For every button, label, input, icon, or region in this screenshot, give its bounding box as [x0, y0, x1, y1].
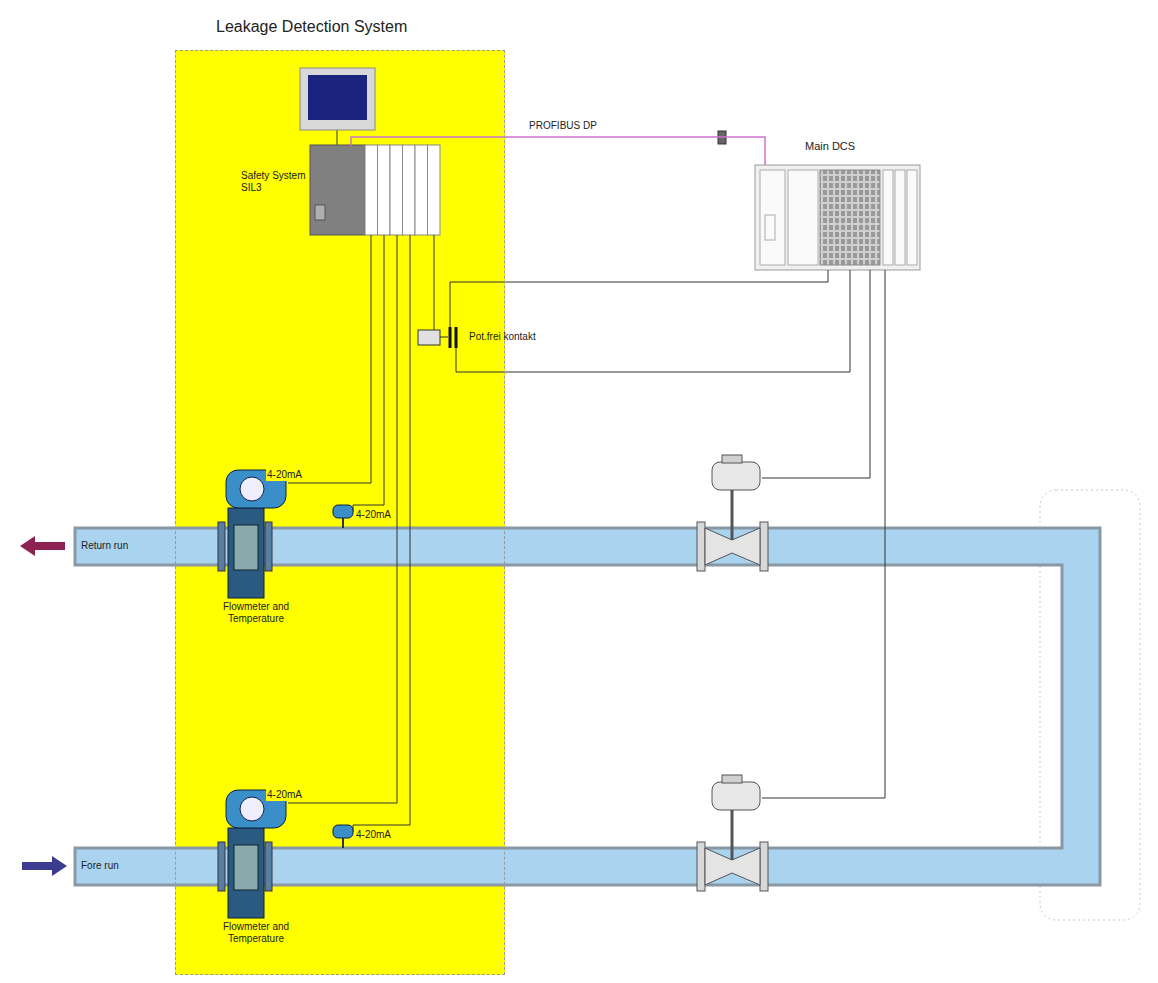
- operator-panel: [300, 68, 375, 145]
- profibus-stub: [718, 131, 765, 165]
- dcs-rack-part: [883, 170, 893, 265]
- dcs-rack-part: [895, 170, 905, 265]
- profibus-stub-part: [764, 140, 766, 165]
- pipe-label: Fore run: [80, 860, 120, 872]
- signal-wires-part: [434, 235, 435, 330]
- signal-label: 4-20mA: [355, 829, 392, 841]
- signal-wires-part: [456, 270, 850, 372]
- flowmeter-bottom-part: [228, 828, 264, 918]
- safety-plc-rack-part: [310, 145, 365, 235]
- signal-wires-part: [450, 270, 828, 328]
- flowmeter-bottom: [218, 790, 286, 918]
- temperature-sensor-top-part: [333, 505, 353, 518]
- safety-plc-rack-part: [403, 145, 416, 235]
- detection-zone: [175, 50, 505, 975]
- signal-label: 4-20mA: [266, 789, 303, 801]
- dcs-rack-part: [765, 215, 775, 240]
- pipe-label: Return run: [80, 540, 129, 552]
- contact-label: Pot.frei kontakt: [468, 331, 537, 343]
- valve-bottom-part: [712, 782, 760, 810]
- temperature-sensor-bottom: [333, 825, 353, 848]
- instrument-label: Flowmeter and Temperature: [214, 921, 298, 944]
- flowmeter-top-part: [265, 522, 272, 571]
- valve-top-part: [712, 462, 760, 490]
- safety-plc-rack: [310, 145, 440, 235]
- flowmeter-top: [218, 470, 286, 598]
- flowmeter-bottom-part: [234, 845, 258, 890]
- signal-label: 4-20mA: [266, 469, 303, 481]
- relay-contact-part: [449, 327, 452, 348]
- relay-contact-part: [455, 327, 458, 348]
- flowmeter-top-part: [234, 525, 258, 570]
- relay-contact-part: [440, 337, 448, 338]
- signal-wires-part: [288, 235, 371, 483]
- node-text: Main DCS: [805, 140, 855, 153]
- dcs-rack-part: [907, 170, 917, 265]
- temperature-sensor-bottom-part: [342, 838, 344, 848]
- operator-panel-part: [308, 75, 367, 120]
- flowmeter-top-part: [218, 522, 225, 571]
- detection-zone-part: [175, 50, 505, 975]
- flow-arrows-part: [20, 536, 65, 556]
- profibus-connector: [351, 137, 765, 146]
- dcs-rack-part: [755, 165, 920, 270]
- signal-wires-part: [353, 235, 410, 832]
- bus-label: PROFIBUS DP: [529, 120, 597, 132]
- temperature-sensor-top: [333, 505, 353, 528]
- dcs-rack-part: [820, 170, 880, 265]
- safety-plc-rack-part: [378, 145, 391, 235]
- safety-plc-rack-part: [415, 145, 428, 235]
- operator-panel-part: [300, 68, 375, 130]
- node-text: Safety System SIL3: [241, 170, 309, 194]
- valve-top: [697, 455, 768, 571]
- flow-arrows: [20, 536, 67, 876]
- safety-plc-rack-part: [315, 205, 325, 220]
- detection-zone-box: Leakage Detection SystemSafety System SI…: [175, 50, 505, 975]
- flowmeter-bottom-part: [265, 842, 272, 891]
- valve-bottom-part: [722, 775, 742, 783]
- valve-top-part: [731, 490, 734, 540]
- signal-wires-part: [353, 235, 384, 512]
- safety-system-node: Safety System SIL3: [241, 146, 441, 236]
- valve-top-part: [697, 522, 705, 571]
- valve-bottom: [697, 775, 768, 891]
- safety-plc-rack-part: [365, 145, 378, 235]
- signal-wires-part: [762, 270, 885, 798]
- valve-top-part: [722, 455, 742, 463]
- valve-top-part: [760, 522, 768, 571]
- flowmeter-bottom-part: [240, 797, 264, 821]
- valve-bottom-part: [760, 842, 768, 891]
- flowmeter-top-part: [240, 477, 264, 501]
- instrument-label: Flowmeter and Temperature: [214, 601, 298, 624]
- dcs-rack-part: [788, 170, 818, 265]
- temperature-sensor-top-part: [342, 518, 344, 528]
- flowmeter-bottom-part: [218, 842, 225, 891]
- valve-bottom-part: [697, 842, 705, 891]
- safety-plc-rack-part: [390, 145, 403, 235]
- safety-plc-rack-part: [428, 145, 441, 235]
- signal-label: 4-20mA: [355, 509, 392, 521]
- flow-arrows-part: [22, 856, 67, 876]
- operator-panel-part: [337, 130, 338, 145]
- valve-bottom-part: [731, 810, 734, 860]
- main-dcs-node: Main DCS: [755, 140, 920, 270]
- dcs-rack: [755, 165, 920, 270]
- dcs-rack-part: [760, 170, 785, 265]
- signal-wires: [288, 235, 885, 832]
- flowmeter-top-part: [228, 508, 264, 598]
- signal-wires-part: [762, 270, 870, 478]
- temperature-sensor-bottom-part: [333, 825, 353, 838]
- relay-contact: [418, 327, 456, 348]
- node-text: Leakage Detection System: [216, 17, 407, 36]
- signal-wires-part: [288, 235, 397, 803]
- relay-contact-part: [418, 330, 440, 345]
